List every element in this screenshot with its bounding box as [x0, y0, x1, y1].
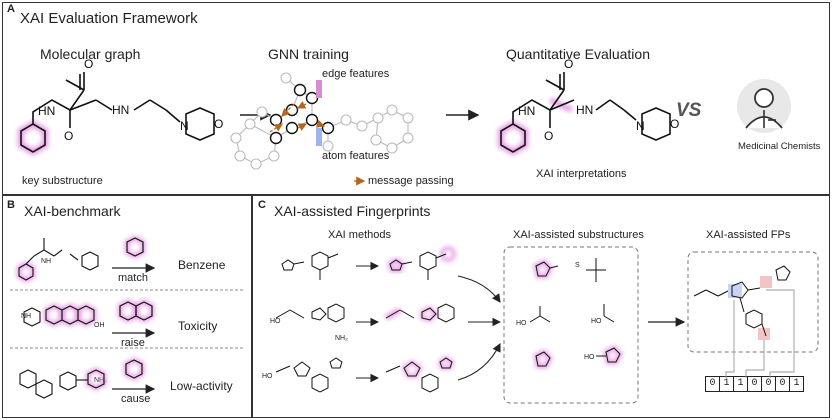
svg-text:HN: HN [112, 103, 129, 117]
svg-text:O: O [670, 117, 679, 131]
svg-text:O: O [564, 57, 573, 71]
molecule-a-right [497, 72, 671, 157]
message-arrows [269, 101, 326, 133]
b2-oh: OH [94, 322, 105, 329]
curve-arrow-1 [457, 275, 501, 303]
col-xai-methods: XAI methods [328, 229, 391, 241]
arrow-label-match: match [118, 272, 148, 284]
edge-features-label: edge features [322, 68, 390, 80]
b2-nh: NH [21, 313, 32, 320]
panel-c-mol-2-xai [384, 303, 455, 323]
panel-c-mol-1-xai [387, 246, 456, 280]
key-substructure-label: key substructure [22, 175, 103, 187]
svg-text:N: N [180, 119, 189, 133]
panel-c-mol-3 [275, 357, 343, 393]
svg-text:O: O [544, 129, 553, 143]
medicinal-chemists-label: Medicinal Chemists [738, 141, 821, 152]
result-low-activity: Low-activity [170, 379, 233, 393]
panel-b-molecule-2 [23, 303, 97, 327]
molecular-graph-label: Molecular graph [40, 46, 141, 62]
panel-b-molecule-1 [16, 238, 99, 283]
c-sub-ho2: HO [591, 318, 602, 325]
fp-link-lines [725, 289, 795, 378]
arrow-label-raise: raise [121, 337, 145, 349]
svg-text:O: O [214, 117, 223, 131]
fp-molecule-box [687, 251, 819, 353]
edge-feature-bar [316, 80, 322, 98]
chemist-icon [737, 79, 791, 133]
panel-b [2, 195, 252, 418]
result-benzene: Benzene [178, 258, 226, 272]
panel-c [252, 195, 830, 418]
b1-nh: NH [41, 258, 52, 265]
gnn-nodes-faint [230, 72, 414, 170]
benzene-ring [20, 123, 46, 153]
c-sub-ho3: HO [584, 354, 595, 361]
arrow-label-cause: cause [121, 393, 151, 405]
c-sub-s-label: S [575, 262, 580, 269]
atom-o-1: O [84, 57, 93, 71]
c-mol2-ho: HO [270, 318, 281, 325]
svg-text:HN: HN [38, 104, 55, 118]
atom-features-label: atom features [322, 150, 390, 162]
c-mol3-ho: HO [262, 373, 273, 380]
gnn-training-label: GNN training [268, 46, 349, 62]
col-xai-fps: XAI-assisted FPs [706, 229, 791, 241]
c-sub-ho1: HO [516, 320, 527, 327]
panel-a-title: XAI Evaluation Framework [20, 10, 198, 27]
xai-interpretations-label: XAI interpretations [536, 168, 627, 180]
panel-a-tag: A [7, 3, 15, 15]
svg-text:O: O [64, 129, 73, 143]
fp-bit-6: 1 [789, 376, 804, 392]
panel-c-title: XAI-assisted Fingerprints [274, 203, 431, 219]
panel-b-title: XAI-benchmark [24, 203, 121, 219]
b3-nh2: NH₂ [94, 377, 107, 384]
col-xai-substructures: XAI-assisted substructures [513, 229, 644, 241]
low-activity-icon [123, 357, 145, 381]
panel-a [2, 2, 830, 195]
quantitative-evaluation-label: Quantitative Evaluation [506, 46, 650, 62]
svg-text:N: N [636, 119, 645, 133]
panel-c-mol-1 [281, 251, 339, 280]
substructures [529, 258, 624, 369]
result-toxicity: Toxicity [178, 319, 218, 333]
substructure-box [503, 246, 639, 404]
panel-b-molecule-3 [19, 367, 107, 399]
svg-text:HN: HN [576, 103, 593, 117]
svg-text:HN: HN [518, 104, 535, 118]
fp-molecule [693, 265, 791, 340]
atom-feature-bar [316, 128, 322, 146]
molecule-a-left [17, 72, 215, 157]
toxicity-icon [117, 299, 155, 323]
message-passing-label: message passing [368, 175, 454, 187]
panel-c-tag: C [258, 199, 266, 211]
panel-b-tag: B [7, 199, 15, 211]
gnn-nodes-active [269, 83, 335, 145]
vs-label: VS [676, 100, 702, 121]
panel-c-mol-2 [275, 303, 345, 323]
curve-arrow-3 [457, 343, 501, 381]
panel-c-mol-3-xai [385, 355, 455, 393]
benzene-icon [126, 237, 144, 257]
c-mol2-nh2: NH₂ [335, 335, 348, 342]
